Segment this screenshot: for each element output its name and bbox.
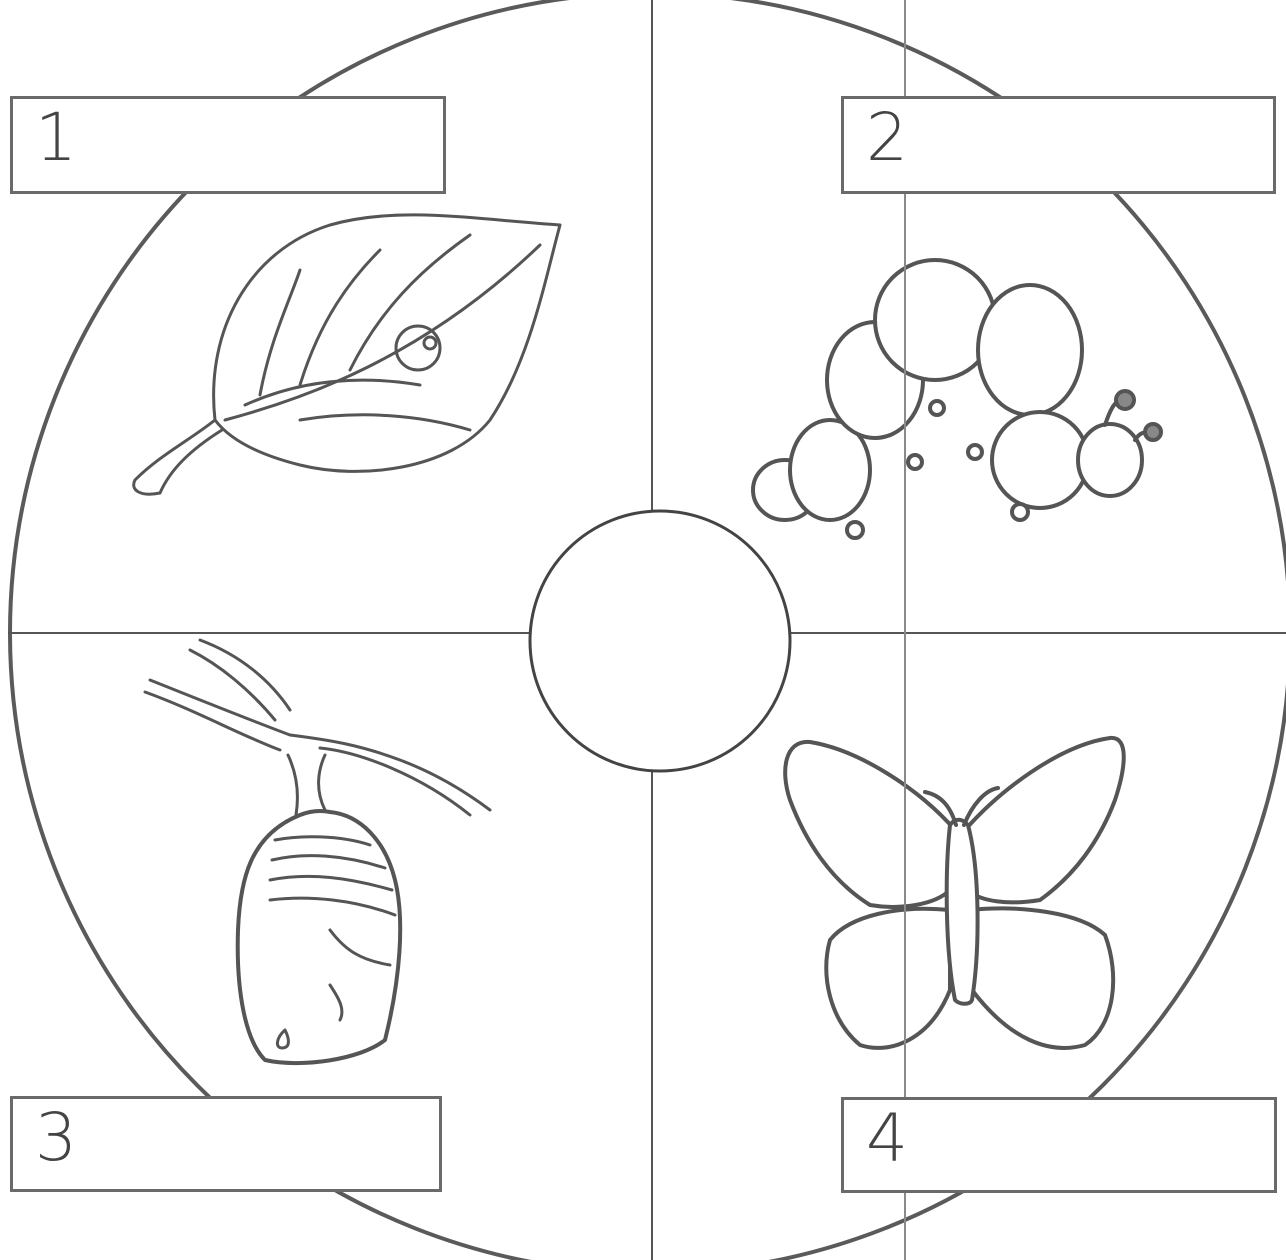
stage-4-label-box[interactable]: 4 <box>841 1097 1277 1193</box>
stage-1-label-box[interactable]: 1 <box>10 96 446 194</box>
stage-4-number: 4 <box>866 1106 908 1172</box>
stage-3-label-box[interactable]: 3 <box>10 1096 442 1192</box>
stage-2-label-box[interactable]: 2 <box>841 96 1276 194</box>
stage-2-number: 2 <box>866 105 908 171</box>
stage-3-number: 3 <box>35 1105 77 1171</box>
center-circle <box>530 511 790 771</box>
stage-1-number: 1 <box>35 105 77 171</box>
